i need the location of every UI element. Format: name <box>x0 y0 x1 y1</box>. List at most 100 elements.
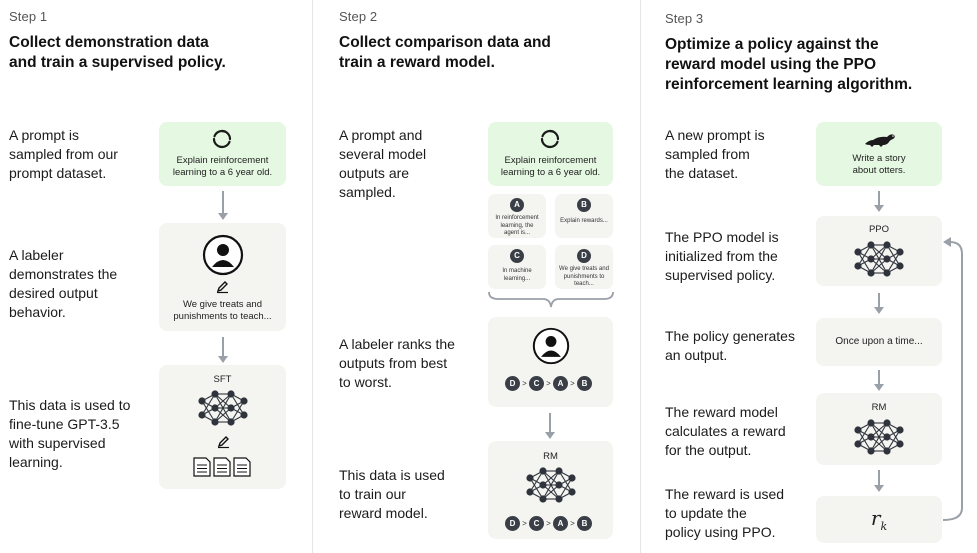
nn-node <box>555 495 563 503</box>
nn-edge <box>870 422 888 452</box>
nn-edge <box>558 477 573 500</box>
step-2-label: Step 2 <box>339 9 378 24</box>
ppo-label: PPO <box>868 224 890 235</box>
person-icon <box>532 327 570 365</box>
sft-label: SFT <box>213 374 232 385</box>
step-1-labeler-text: We give treats and punishments to teach.… <box>173 299 272 322</box>
step-3-arrow-3-head <box>874 384 884 391</box>
nn-node <box>867 433 875 441</box>
step-1-title: Collect demonstration data and train a s… <box>9 34 226 71</box>
output-letter-a: A <box>510 198 524 212</box>
nn-node <box>526 488 534 496</box>
step-1-arrow-1-head <box>218 213 228 220</box>
otter-icon <box>865 134 895 147</box>
step-3-arrow-3 <box>878 370 880 385</box>
step-1-arrow-1 <box>222 191 224 214</box>
rank-sep: > <box>546 379 551 388</box>
output-card-b: B Explain rewards... <box>555 194 613 238</box>
rank-badge-3: A <box>553 516 568 531</box>
step-1-labeler-card: We give treats and punishments to teach.… <box>159 223 286 331</box>
step-3-title: Optimize a policy against the reward mod… <box>665 36 913 93</box>
nn-node <box>883 255 891 263</box>
step-3-desc-3: The policy generates an output. <box>665 328 795 363</box>
rank-badge-2: C <box>529 376 544 391</box>
step-3-arrow-1 <box>878 191 880 206</box>
nn-edge <box>870 244 888 274</box>
rm-label: RM <box>871 402 887 413</box>
feedback-loop-arrow <box>942 237 963 521</box>
nn-node <box>896 426 904 434</box>
nn-node <box>883 241 891 249</box>
step-3-arrow-4-head <box>874 485 884 492</box>
ranking-row-rm: D > C > A > B <box>505 516 592 531</box>
step-1-desc-2: A labeler demonstrates the desired outpu… <box>9 247 118 320</box>
nn-node <box>867 419 875 427</box>
step-3-desc-5: The reward is used to update the policy … <box>665 486 785 540</box>
output-text-d: We give treats and punishments to teach.… <box>559 266 609 287</box>
step-3-desc-4: The reward model calculates a reward for… <box>665 404 786 458</box>
neural-network-icon <box>526 467 576 503</box>
rank-badge-1: D <box>505 516 520 531</box>
neural-network-icon <box>854 419 904 455</box>
step-2-desc-3: This data is used to train our reward mo… <box>339 467 445 521</box>
nn-node <box>896 248 904 256</box>
step-1-arrow-2 <box>222 337 224 357</box>
output-card-c: C In machine learning... <box>488 245 546 289</box>
rank-badge-1: D <box>505 376 520 391</box>
nn-node <box>526 474 534 482</box>
step-2-rm-card: RM D > C > A > B <box>488 441 613 539</box>
output-text-c: In machine learning... <box>502 268 532 282</box>
pencil-icon <box>216 281 228 294</box>
nn-node <box>568 488 576 496</box>
step-1-prompt-text: Explain reinforcement learning to a 6 ye… <box>172 155 273 178</box>
step-3-prompt-card: Write a story about otters. <box>816 122 942 186</box>
nn-node <box>240 411 248 419</box>
pencil-icon <box>217 436 229 449</box>
neural-network-icon <box>854 241 904 277</box>
step-3-output-text: Once upon a time... <box>835 336 923 347</box>
output-letter-c: C <box>510 249 524 263</box>
nn-node <box>539 481 547 489</box>
nn-node <box>896 262 904 270</box>
step-3-prompt-text: Write a story about otters. <box>852 153 906 176</box>
step-2-desc-2: A labeler ranks the outputs from best to… <box>339 336 455 390</box>
refresh-cycle-icon <box>540 129 560 149</box>
nn-node <box>211 390 219 398</box>
step-3-arrow-2 <box>878 293 880 308</box>
output-card-a: A In reinforcement learning, the agent i… <box>488 194 546 238</box>
step-3-desc-2: The PPO model is initialized from the su… <box>665 229 779 283</box>
brace-connector <box>488 291 614 308</box>
rank-sep: > <box>522 379 527 388</box>
refresh-cycle-icon <box>212 129 232 149</box>
nn-node <box>854 426 862 434</box>
step-3-label: Step 3 <box>665 11 704 26</box>
step-1-desc-3: This data is used to fine-tune GPT-3.5 w… <box>9 397 131 470</box>
step-3-output-card: Once upon a time... <box>816 318 942 366</box>
rank-sep: > <box>546 519 551 528</box>
rank-sep: > <box>522 519 527 528</box>
nn-edge <box>542 470 560 500</box>
nn-node <box>227 418 235 426</box>
step-2-desc-1: A prompt and several model outputs are s… <box>339 127 427 200</box>
nn-node <box>211 404 219 412</box>
step-3-ppo-card: PPO <box>816 216 942 286</box>
nn-node <box>883 269 891 277</box>
step-3-desc-1: A new prompt is sampled from the dataset… <box>665 127 765 181</box>
nn-node <box>883 419 891 427</box>
nn-edge <box>857 422 872 445</box>
nn-node <box>240 397 248 405</box>
step-3-arrow-1-head <box>874 205 884 212</box>
nn-edge <box>214 393 232 423</box>
rm-label: RM <box>543 451 558 462</box>
nn-node <box>867 447 875 455</box>
rank-badge-4: B <box>577 516 592 531</box>
rank-badge-4: B <box>577 376 592 391</box>
output-text-a: In reinforcement learning, the agent is.… <box>495 215 539 236</box>
nn-node <box>896 440 904 448</box>
step-1-desc-1: A prompt is sampled from our prompt data… <box>9 127 118 181</box>
nn-node <box>867 241 875 249</box>
nn-node <box>568 474 576 482</box>
nn-node <box>854 248 862 256</box>
step-1-sft-card: SFT <box>159 365 286 489</box>
reward-symbol: rk <box>870 506 888 533</box>
